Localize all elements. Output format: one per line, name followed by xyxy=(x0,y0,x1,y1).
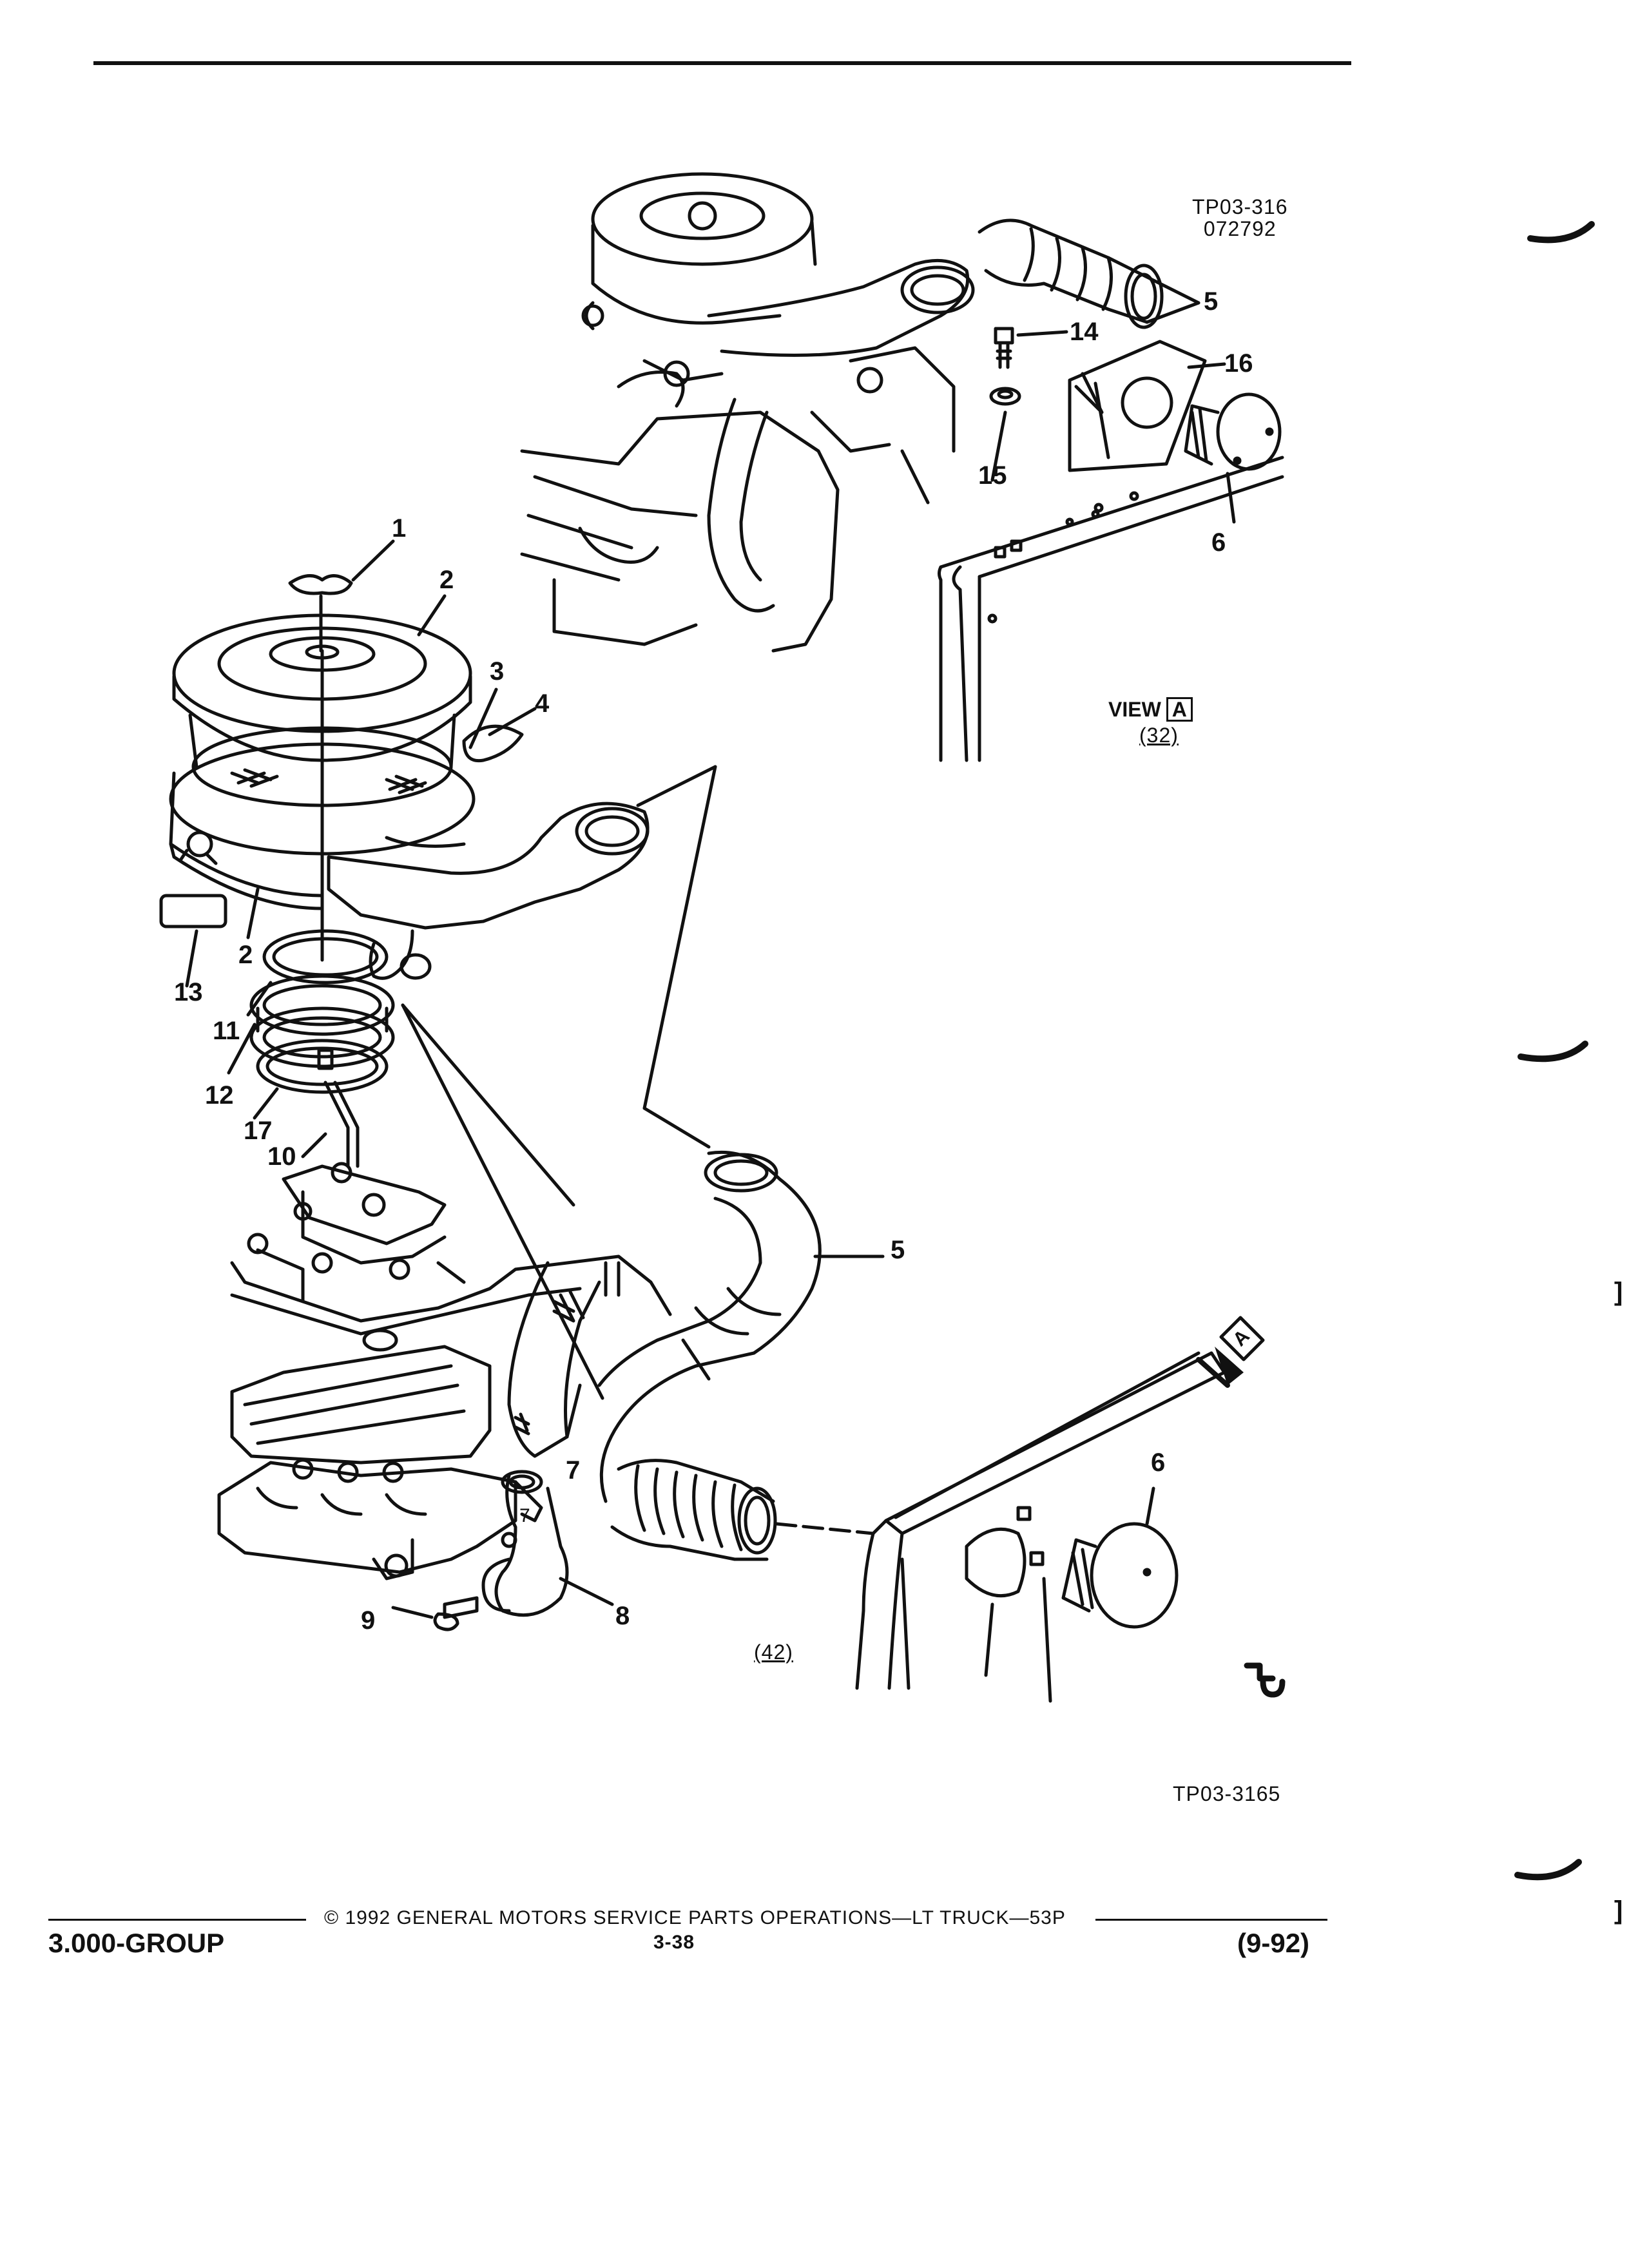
callout-top-15: 15 xyxy=(978,461,1007,490)
binder-mark-1 xyxy=(1527,221,1595,244)
footer-rule-left xyxy=(48,1919,306,1921)
callout-5-lower: 5 xyxy=(891,1236,905,1264)
callout-7-duct: 7 xyxy=(519,1505,530,1526)
footer-group: 3.000-GROUP xyxy=(48,1928,225,1958)
callout-17: 17 xyxy=(244,1117,273,1145)
binder-mark-3 xyxy=(1514,1859,1582,1881)
callout-12: 12 xyxy=(205,1081,234,1110)
gm-logo-stroke xyxy=(1244,1662,1276,1682)
view-letter-box: A xyxy=(1166,697,1193,722)
view-label-text: VIEW xyxy=(1108,698,1161,721)
callout-2-lid: 2 xyxy=(439,566,454,594)
callout-10: 10 xyxy=(267,1142,296,1171)
callout-11: 11 xyxy=(213,1017,240,1045)
callout-7: 7 xyxy=(566,1456,581,1485)
callout-9: 9 xyxy=(361,1606,376,1635)
figure-code-bottom: TP03-3165 xyxy=(1173,1782,1281,1805)
footer-date: (9-92) xyxy=(1237,1928,1310,1958)
callout-2-housing: 2 xyxy=(238,941,253,969)
callout-3: 3 xyxy=(490,657,505,686)
figure-code-top-line1: TP03-316 xyxy=(1192,195,1288,218)
callout-top-16: 16 xyxy=(1224,349,1253,378)
callout-top-5: 5 xyxy=(1204,287,1219,316)
callout-1: 1 xyxy=(392,514,407,543)
callout-8: 8 xyxy=(615,1602,630,1630)
callout-6-lower: 6 xyxy=(1151,1448,1166,1477)
view-ref: (32) xyxy=(1139,724,1179,747)
callout-13: 13 xyxy=(174,978,203,1006)
footer-page-number: 3-38 xyxy=(653,1932,695,1953)
edge-mark-1: ] xyxy=(1614,1278,1623,1306)
binder-mark-2 xyxy=(1518,1041,1588,1062)
callout-top-14: 14 xyxy=(1070,318,1099,346)
figure-code-top: TP03-316 072792 xyxy=(1192,195,1288,240)
footer-copyright: © 1992 GENERAL MOTORS SERVICE PARTS OPER… xyxy=(324,1907,1066,1928)
callout-4: 4 xyxy=(535,689,550,718)
top-engine-illustration xyxy=(520,172,1284,762)
callout-top-6: 6 xyxy=(1211,528,1226,557)
main-exploded-illustration xyxy=(159,539,1265,1703)
figure-code-top-line2: 072792 xyxy=(1203,216,1277,240)
ref-42: (42) xyxy=(754,1640,793,1664)
footer-rule-right xyxy=(1095,1919,1327,1921)
top-rule xyxy=(93,61,1351,65)
edge-mark-2: ] xyxy=(1614,1896,1623,1925)
